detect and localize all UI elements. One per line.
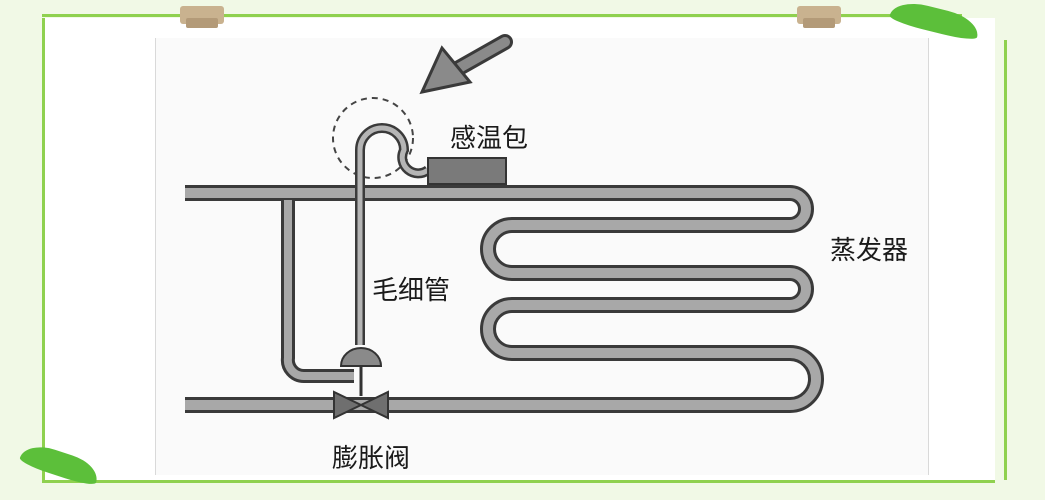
sensing-bulb <box>427 157 507 185</box>
capillary-tube <box>355 123 432 345</box>
sensing-bulb-label: 感温包 <box>450 124 529 154</box>
pointer-arrow <box>419 34 513 95</box>
equalizer-line <box>280 200 354 384</box>
evaporator-label: 蒸发器 <box>830 236 909 266</box>
evaporator-coil-fill <box>185 188 821 410</box>
valve-body-left <box>333 390 364 420</box>
capillary-tube-fill <box>357 125 430 345</box>
valve-diaphragm <box>339 347 383 367</box>
capillary-tube-label: 毛细管 <box>372 276 451 306</box>
highlight-circle <box>332 97 414 179</box>
paper-clip-left <box>180 6 224 28</box>
valve-body-right <box>358 390 389 420</box>
paper-clip-right <box>797 6 841 28</box>
frame-top-border <box>42 14 962 17</box>
equalizer-line-fill <box>283 200 354 381</box>
expansion-valve-label: 膨胀阀 <box>332 444 411 474</box>
frame-right-border <box>1004 40 1007 480</box>
